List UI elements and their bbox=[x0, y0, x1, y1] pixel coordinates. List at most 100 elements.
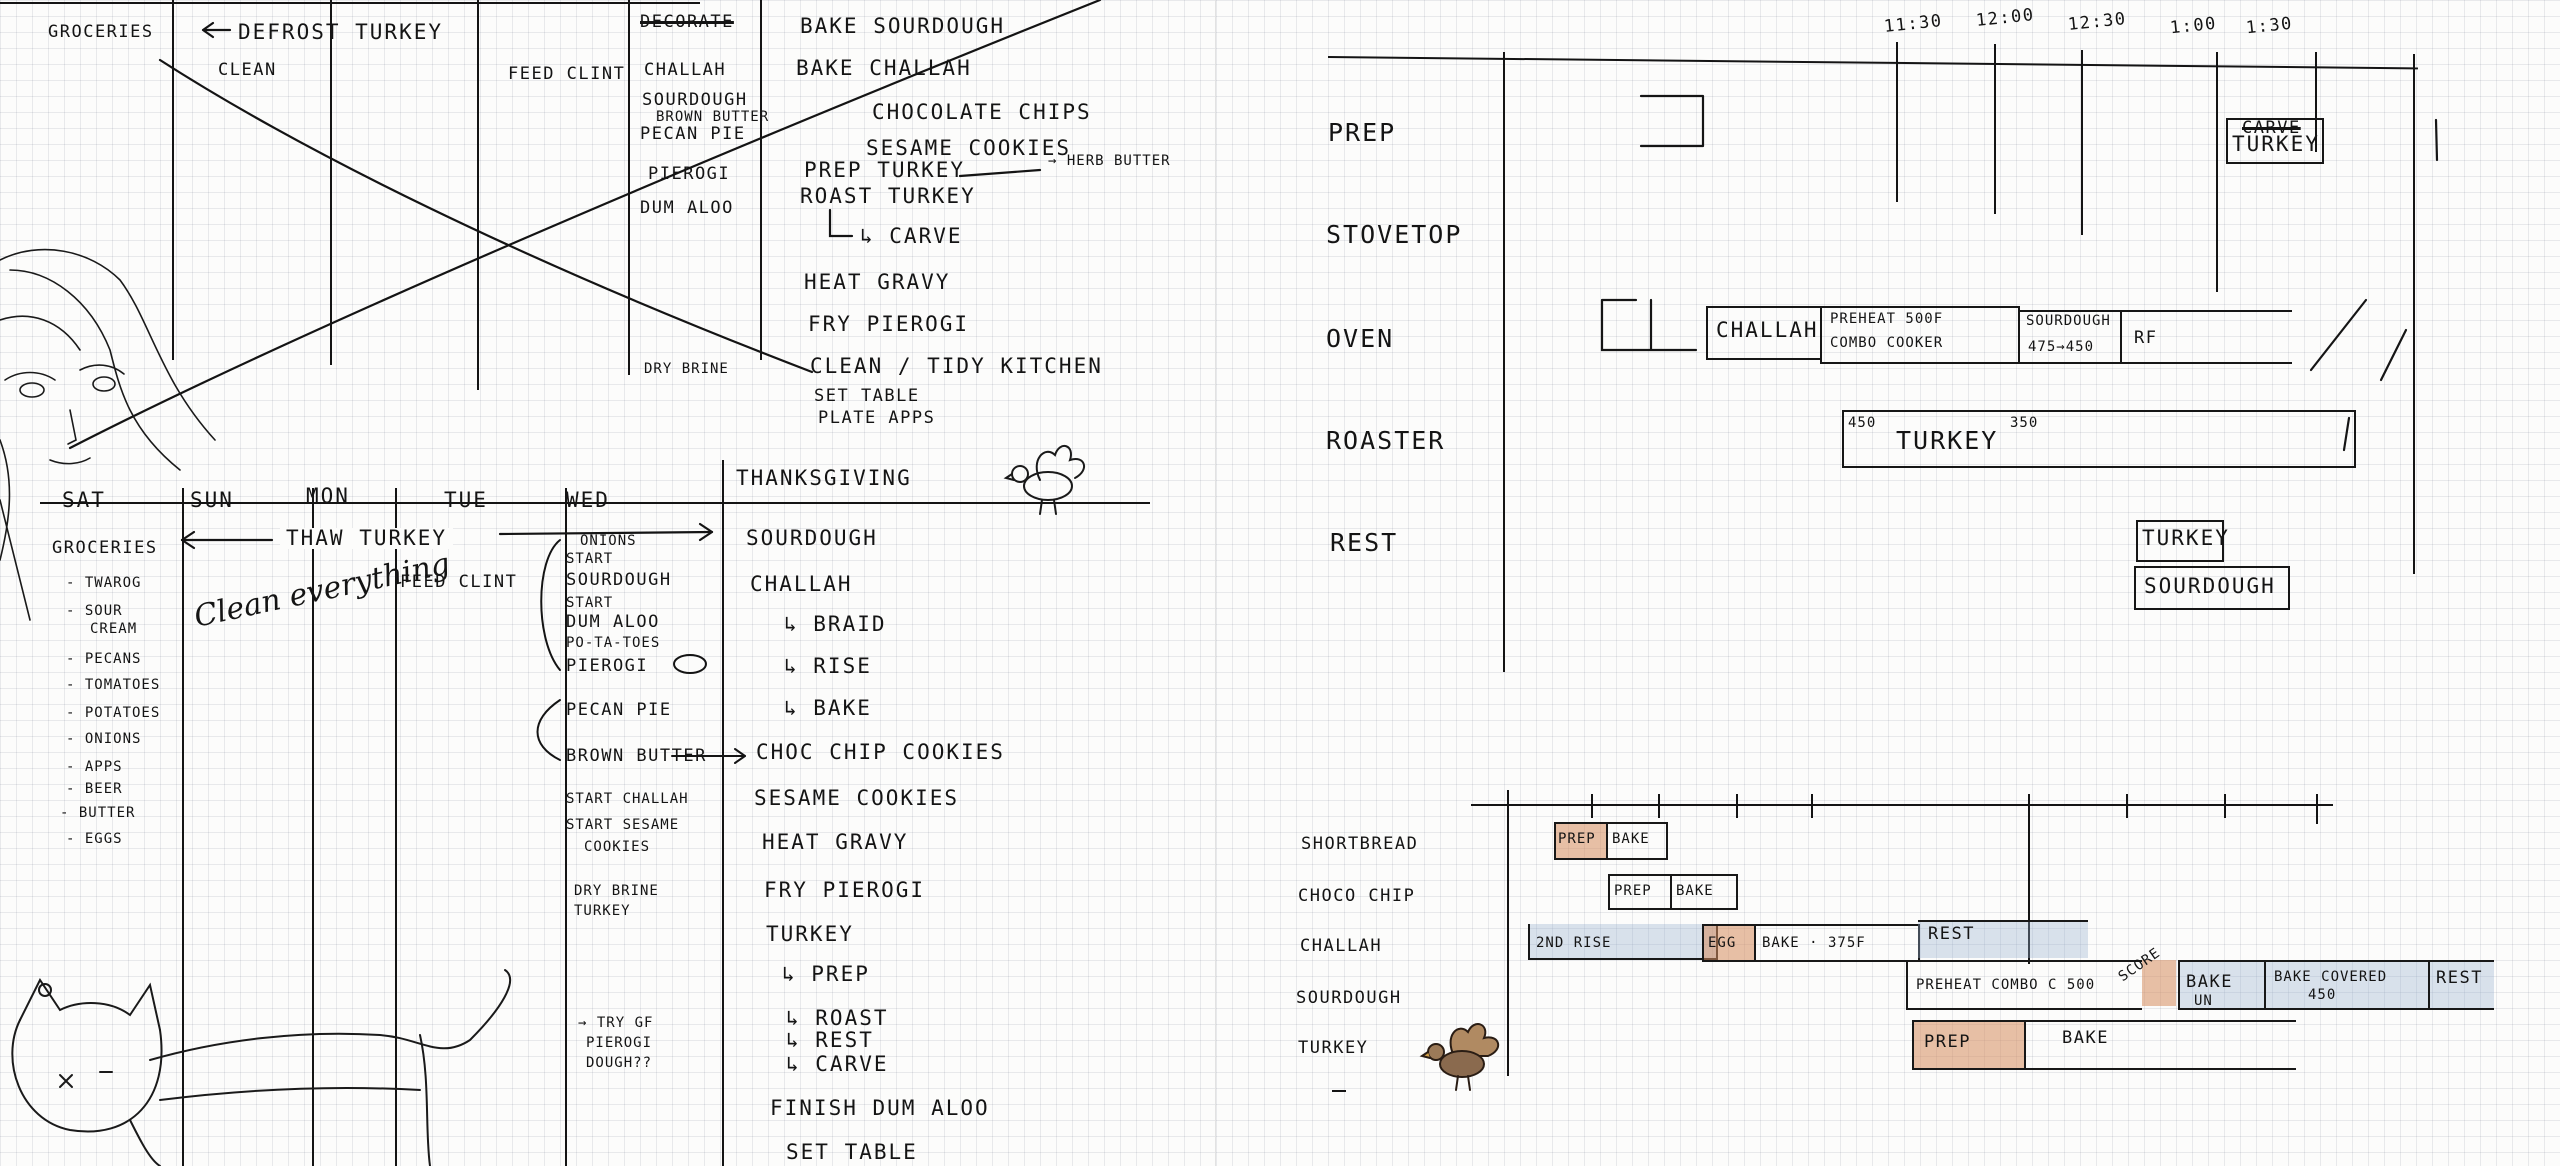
gantt-tick bbox=[1658, 794, 1660, 818]
tg-item: ↳ RISE bbox=[784, 654, 872, 678]
wed-item: START CHALLAH bbox=[566, 791, 689, 807]
rest-turkey: TURKEY bbox=[2142, 526, 2230, 550]
grocery-item: - TOMATOES bbox=[66, 677, 161, 693]
chocochip-prep: PREP bbox=[1614, 883, 1652, 899]
oven-sourdough: SOURDOUGH bbox=[2026, 313, 2111, 329]
day-sat: SAT bbox=[62, 488, 106, 512]
wed-item: ONIONS bbox=[580, 533, 637, 549]
prep-carve-block bbox=[2226, 118, 2324, 164]
oven-preheat: PREHEAT 500F bbox=[1830, 311, 1944, 327]
gantt-top-line bbox=[1471, 804, 2333, 806]
top-clean-kitchen: CLEAN / TIDY KITCHEN bbox=[810, 354, 1103, 378]
top-chocolate-chips: CHOCOLATE CHIPS bbox=[872, 100, 1092, 124]
thaw-arrow bbox=[180, 522, 714, 550]
column-divider bbox=[477, 0, 479, 390]
day-tue: TUE bbox=[444, 488, 488, 512]
column-divider bbox=[182, 488, 184, 1166]
gantt-row-shortbread: SHORTBREAD bbox=[1301, 834, 1419, 854]
column-divider bbox=[722, 460, 724, 1166]
top-fry-pierogi: FRY PIEROGI bbox=[808, 312, 970, 336]
time-tick bbox=[1994, 44, 1996, 214]
grocery-item: - BUTTER bbox=[60, 805, 136, 821]
top-prep-turkey: PREP TURKEY bbox=[804, 158, 966, 182]
grocery-item: - SOUR bbox=[66, 603, 123, 619]
tg-item: FINISH DUM ALOO bbox=[770, 1096, 990, 1120]
top-bake-sourdough: BAKE SOURDOUGH bbox=[800, 14, 1006, 38]
wed-item: BROWN BUTTER bbox=[566, 746, 707, 766]
gantt-label-divider bbox=[1507, 790, 1509, 1076]
tg-item: HEAT GRAVY bbox=[762, 830, 909, 854]
wed-item: PECAN PIE bbox=[566, 700, 672, 720]
row-label-prep: PREP bbox=[1328, 118, 1397, 147]
oven-challah: CHALLAH bbox=[1716, 318, 1819, 342]
oven-rf: RF bbox=[2134, 328, 2158, 348]
day-mon: MON bbox=[306, 484, 350, 508]
roaster-start-temp: 450 bbox=[1848, 415, 1877, 431]
turkey-doodle-icon bbox=[1003, 445, 1085, 515]
tue-feed-clint: FEED CLINT bbox=[400, 572, 518, 592]
gantt-row-chocochip: CHOCO CHIP bbox=[1298, 886, 1416, 906]
tg-item: CHOC CHIP COOKIES bbox=[756, 740, 1005, 764]
tg-item: SET TABLE bbox=[786, 1140, 918, 1164]
gantt-tick bbox=[2224, 794, 2226, 818]
top-plan-crossout bbox=[68, 0, 1102, 450]
shortbread-bake-cell bbox=[1606, 822, 1668, 860]
schedule-marks bbox=[1600, 94, 2439, 452]
top-bake-challah: BAKE CHALLAH bbox=[796, 56, 972, 80]
top-carve: ↳ CARVE bbox=[860, 224, 963, 248]
time-tick bbox=[2315, 52, 2317, 152]
column-divider bbox=[330, 0, 332, 365]
rest-sourdough: SOURDOUGH bbox=[2144, 574, 2276, 598]
challah-rise-cell bbox=[1528, 924, 1718, 960]
cat-doodle-illustration bbox=[11, 969, 511, 1166]
sourdough-rest: REST bbox=[2436, 968, 2483, 988]
grocery-item: - TWAROG bbox=[66, 575, 142, 591]
row-label-divider bbox=[1503, 52, 1505, 672]
sourdough-preheat-cell bbox=[1906, 960, 2142, 1010]
challah-rest-cell bbox=[1918, 920, 2088, 958]
sourdough-450: 450 bbox=[2308, 987, 2337, 1003]
row-label-rest: REST bbox=[1330, 528, 1399, 557]
top-pecan-pie: PECAN PIE bbox=[640, 124, 746, 144]
shortbread-prep: PREP bbox=[1558, 831, 1596, 847]
colored-turkey-icon bbox=[1419, 1023, 1499, 1091]
turkey-prep: PREP bbox=[1924, 1032, 1971, 1052]
turkey-bake-cell bbox=[2024, 1020, 2296, 1070]
challah-bake-cell bbox=[1754, 924, 1920, 962]
column-divider bbox=[760, 0, 762, 360]
top-heat-gravy: HEAT GRAVY bbox=[804, 270, 951, 294]
wed-item: PO-TA-TOES bbox=[566, 635, 661, 651]
top-defrost-turkey: DEFROST TURKEY bbox=[238, 20, 444, 44]
tg-item: ↳ BAKE bbox=[784, 696, 872, 720]
row-label-roaster: ROASTER bbox=[1326, 426, 1446, 455]
challah-egg: EGG bbox=[1708, 935, 1737, 951]
wed-item: PIEROGI bbox=[586, 1035, 653, 1051]
bottom-table-header-line bbox=[40, 502, 1150, 504]
challah-rest: REST bbox=[1928, 924, 1975, 944]
oven-rf-block bbox=[2120, 310, 2292, 364]
sourdough-rest-cell bbox=[2428, 960, 2494, 1010]
challah-rise: 2ND RISE bbox=[1536, 935, 1612, 951]
time-tick bbox=[2081, 50, 2083, 235]
day-wed: WED bbox=[566, 488, 610, 512]
top-sourdough: SOURDOUGH bbox=[642, 90, 748, 110]
day-thanksgiving: THANKSGIVING bbox=[736, 466, 912, 490]
thaw-turkey: THAW TURKEY bbox=[280, 528, 454, 549]
top-pierogi: PIEROGI bbox=[648, 164, 731, 184]
top-plate-apps: PLATE APPS bbox=[818, 408, 936, 428]
dash-mark bbox=[1332, 1090, 1346, 1092]
row-label-oven: OVEN bbox=[1326, 324, 1395, 353]
tg-item: ↳ CARVE bbox=[786, 1052, 889, 1076]
grocery-item: - APPS bbox=[66, 759, 123, 775]
sourdough-bake: BAKE bbox=[2186, 972, 2233, 992]
tg-item: FRY PIEROGI bbox=[764, 878, 926, 902]
column-divider bbox=[172, 0, 174, 360]
tg-item: ↳ ROAST bbox=[786, 1006, 889, 1030]
challah-bake: BAKE · 375F bbox=[1762, 935, 1866, 951]
chocochip-bake: BAKE bbox=[1676, 883, 1714, 899]
grocery-item: - PECANS bbox=[66, 651, 142, 667]
column-divider bbox=[628, 0, 630, 375]
gantt-tick bbox=[1736, 794, 1738, 818]
tg-item: CHALLAH bbox=[750, 572, 853, 596]
top-challah: CHALLAH bbox=[644, 60, 727, 80]
